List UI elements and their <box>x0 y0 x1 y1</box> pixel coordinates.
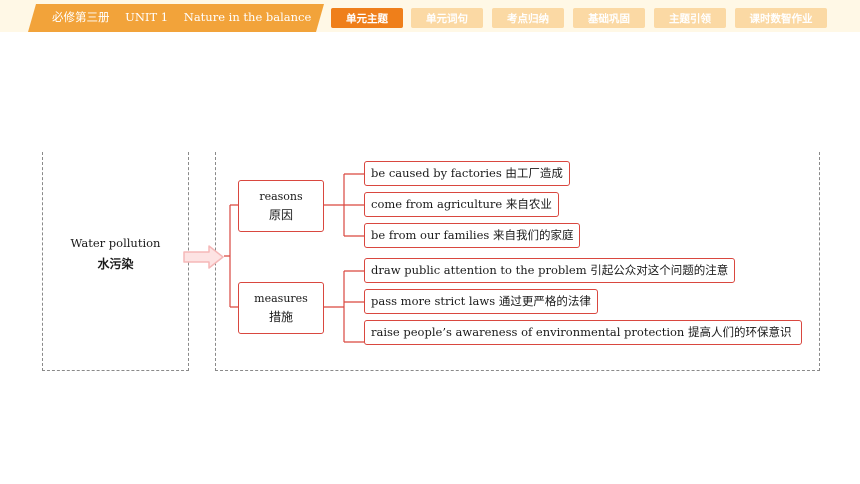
title-tab <box>28 4 324 32</box>
category-label-en: reasons <box>259 189 303 203</box>
tab-unit-theme[interactable]: 单元主题 <box>331 8 403 28</box>
measure-item: pass more strict laws 通过更严格的法律 <box>364 289 598 314</box>
measure-item: raise people’s awareness of environmenta… <box>364 320 802 345</box>
tab-unit-vocab[interactable]: 单元词句 <box>411 8 483 28</box>
unit-label: UNIT 1 <box>125 10 169 24</box>
tab-theme-guide[interactable]: 主题引领 <box>654 8 726 28</box>
category-label-zh: 原因 <box>268 207 293 222</box>
measure-item: draw public attention to the problem 引起公… <box>364 258 736 283</box>
category-measures: measures 措施 <box>238 282 324 334</box>
unit-name: Nature in the balance <box>183 10 312 24</box>
reason-item: come from agriculture 来自农业 <box>364 192 559 217</box>
root-label-zh: 水污染 <box>97 257 134 271</box>
category-reasons: reasons 原因 <box>238 180 324 232</box>
category-label-en: measures <box>254 291 308 305</box>
book-label: 必修第三册 <box>52 10 110 24</box>
tab-basic-practice[interactable]: 基础巩固 <box>573 8 645 28</box>
tab-homework[interactable]: 课时数智作业 <box>735 8 827 28</box>
root-node: Water pollution 水污染 <box>42 236 189 272</box>
reason-item: be caused by factories 由工厂造成 <box>364 161 570 186</box>
root-label-en: Water pollution <box>70 236 161 250</box>
arrow-right-icon <box>183 245 224 269</box>
unit-title: 必修第三册 UNIT 1 Nature in the balance <box>52 9 311 25</box>
tab-key-points[interactable]: 考点归纳 <box>492 8 564 28</box>
reason-item: be from our families 来自我们的家庭 <box>364 223 581 248</box>
top-bar: 必修第三册 UNIT 1 Nature in the balance 单元主题 … <box>0 0 860 32</box>
category-label-zh: 措施 <box>268 309 293 324</box>
